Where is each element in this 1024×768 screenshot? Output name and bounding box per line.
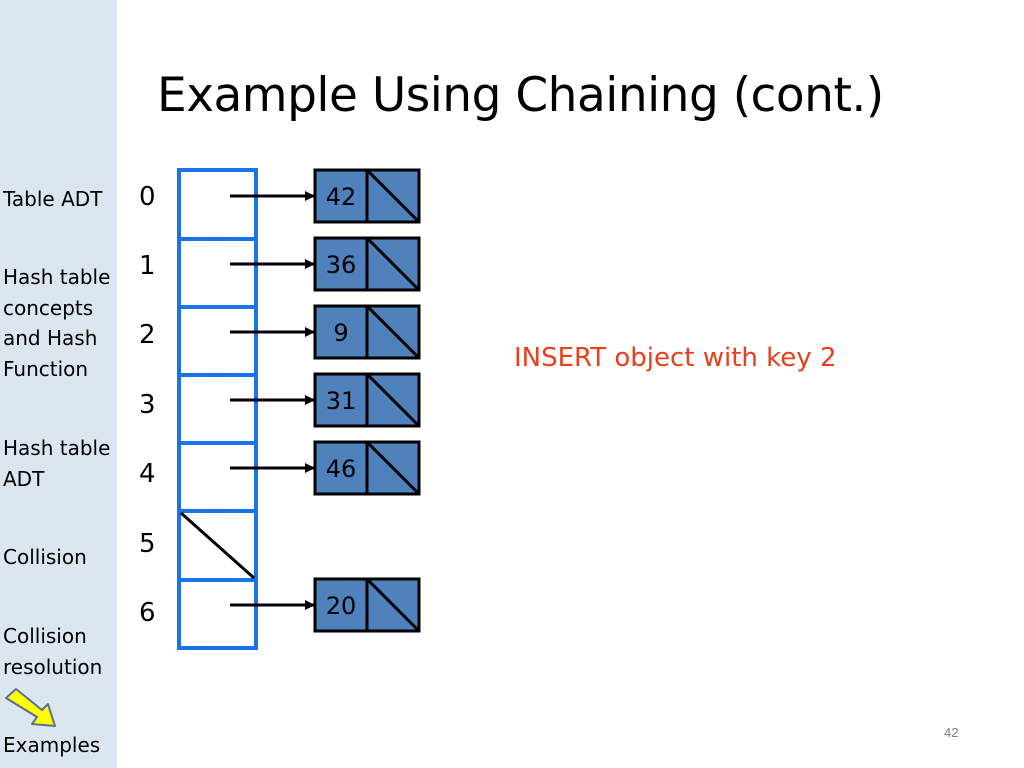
arrow-indicator-icon — [5, 688, 56, 727]
node-value: 42 — [326, 183, 357, 211]
node-value: 20 — [326, 592, 357, 620]
sidebar-item-examples[interactable]: Examples — [3, 733, 101, 757]
slide-title: Example Using Chaining (cont.) — [157, 68, 884, 123]
insert-instruction: INSERT object with key 2 — [514, 343, 837, 373]
bucket-index-5: 5 — [139, 529, 156, 559]
bucket-index-4: 4 — [139, 459, 156, 489]
null-slot-slash — [180, 511, 255, 580]
chain-node-3: 31 — [313, 372, 421, 428]
chain-node-0: 42 — [313, 168, 421, 224]
node-value: 9 — [333, 319, 348, 347]
chain-node-4: 46 — [313, 440, 421, 496]
bucket-index-1: 1 — [139, 251, 156, 281]
node-value: 31 — [326, 387, 357, 415]
node-value: 46 — [326, 455, 357, 483]
bucket-index-3: 3 — [139, 390, 156, 420]
sidebar-item-hash-table-concepts[interactable]: Hash table concepts and Hash Function — [3, 265, 111, 381]
chain-node-6: 20 — [313, 577, 421, 633]
chain-node-1: 36 — [313, 236, 421, 292]
sidebar-item-hash-table-adt[interactable]: Hash table ADT — [3, 436, 111, 491]
bucket-index-2: 2 — [139, 320, 156, 350]
bucket-index-6: 6 — [139, 598, 156, 628]
page-number: 42 — [944, 725, 959, 740]
node-value: 36 — [326, 251, 357, 279]
sidebar-item-collision[interactable]: Collision — [3, 545, 87, 569]
sidebar-item-collision-resolution[interactable]: Collision resolution — [3, 624, 103, 679]
chain-node-2: 9 — [313, 304, 421, 360]
hash-table-array — [177, 168, 258, 650]
bucket-index-0: 0 — [139, 182, 156, 212]
sidebar: Table ADT Hash table concepts and Hash F… — [0, 0, 117, 768]
sidebar-item-table-adt[interactable]: Table ADT — [3, 187, 103, 211]
